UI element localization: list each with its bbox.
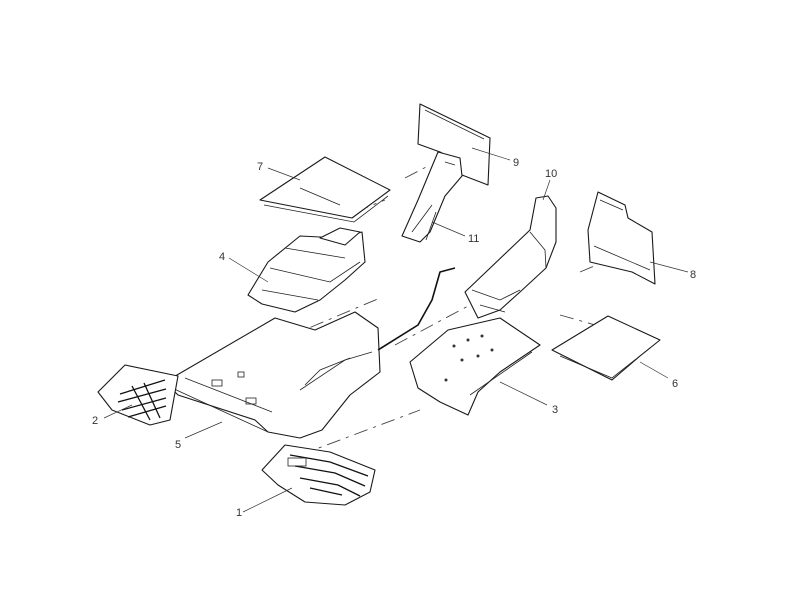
callout-labels: 1 2 3 4 5 6 7 8 9 10 11 xyxy=(92,157,696,519)
callout-4: 4 xyxy=(219,251,225,263)
part-5-floor-panel xyxy=(164,311,381,439)
callout-10: 10 xyxy=(545,168,557,180)
callout-2: 2 xyxy=(92,415,98,427)
leader-lines xyxy=(103,147,689,513)
part-6-floor-mat xyxy=(551,315,661,381)
callout-3: 3 xyxy=(552,404,558,416)
part-1-ribbed-mat xyxy=(261,444,376,506)
callout-9: 9 xyxy=(513,157,519,169)
part-4-seat-base xyxy=(247,227,366,313)
callout-5: 5 xyxy=(175,439,181,451)
part-3-floor-section xyxy=(377,267,541,416)
callout-7: 7 xyxy=(257,161,263,173)
callout-6: 6 xyxy=(672,378,678,390)
callout-11: 11 xyxy=(468,233,479,245)
part-10-tunnel-cover xyxy=(464,195,557,319)
callout-1: 1 xyxy=(236,507,242,519)
part-7-flat-mat xyxy=(259,156,391,223)
part-8-side-panel xyxy=(587,191,656,285)
callout-8: 8 xyxy=(690,269,696,281)
part-2-ribbed-mat xyxy=(97,364,179,426)
part-9-rear-panel xyxy=(401,103,491,243)
